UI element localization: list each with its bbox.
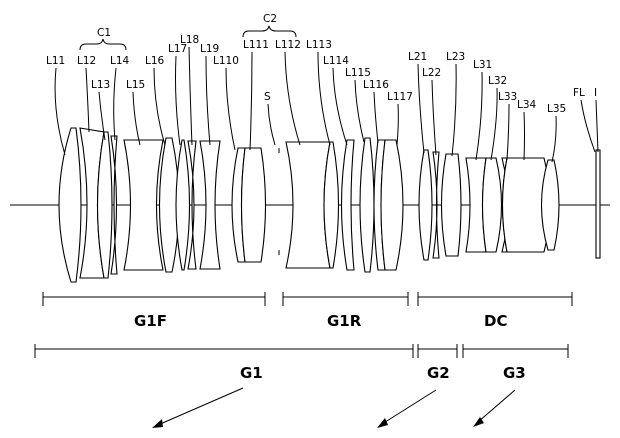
lens-l35 [540, 159, 560, 251]
lens-l13 [96, 131, 113, 279]
lens-l22 [432, 151, 440, 259]
label-dc: DC [484, 312, 507, 330]
lens-l18 [187, 140, 197, 270]
label-l32: L32 [488, 75, 507, 87]
filter-plate [595, 149, 601, 259]
label-l16: L16 [145, 55, 165, 67]
label-l113: L113 [306, 39, 332, 51]
brace-c1 [79, 38, 127, 51]
label-g1: G1 [240, 364, 263, 382]
arrow-head-g1 [152, 419, 163, 428]
group-brackets [34, 344, 569, 358]
lens-l15 [123, 139, 164, 271]
lens-l114 [340, 139, 355, 271]
label-g3: G3 [503, 364, 526, 382]
label-l21: L21 [408, 51, 427, 63]
label-l22: L22 [422, 67, 441, 79]
lens-elements [58, 127, 601, 283]
label-l11: L11 [46, 55, 65, 67]
label-c1: C1 [97, 27, 111, 39]
lens-l111 [240, 147, 267, 263]
label-image-plane: I [594, 87, 597, 99]
movement-arrows [152, 387, 516, 428]
label-l33: L33 [498, 91, 517, 103]
lens-labels: L11 L12 L13 L14 L15 L16 L17 L18 L19 L110… [46, 13, 597, 115]
label-l19: L19 [200, 43, 219, 55]
label-l117: L117 [387, 91, 413, 103]
lens-l17 [175, 139, 191, 271]
label-l18: L18 [180, 34, 199, 46]
label-l17: L17 [168, 43, 187, 55]
lens-l117 [380, 139, 404, 271]
arrow-head-g3 [473, 417, 484, 427]
label-l115: L115 [345, 67, 371, 79]
label-l14: L14 [110, 55, 130, 67]
label-g2: G2 [427, 364, 450, 382]
label-l112: L112 [275, 39, 301, 51]
lens-l112 [285, 141, 331, 269]
leader-lines [54, 46, 599, 163]
label-l35: L35 [547, 103, 566, 115]
label-l114: L114 [323, 55, 349, 67]
label-l31: L31 [473, 59, 492, 71]
label-l111: L111 [243, 39, 269, 51]
lens-l113 [323, 141, 340, 269]
lens-l115 [359, 137, 375, 273]
lens-l14 [110, 135, 118, 275]
label-l116: L116 [363, 79, 389, 91]
lens-l11 [58, 127, 82, 283]
label-l13: L13 [91, 79, 110, 91]
label-g1r: G1R [327, 312, 362, 330]
label-c2: C2 [263, 13, 277, 25]
label-l110: L110 [213, 55, 239, 67]
label-l15: L15 [126, 79, 145, 91]
arrow-head-g2 [377, 418, 388, 428]
lens-l32 [481, 157, 503, 253]
brace-c2 [242, 25, 297, 38]
label-g1f: G1F [134, 312, 167, 330]
lens-l23 [440, 153, 462, 257]
label-l34: L34 [517, 99, 537, 111]
lens-l19 [199, 140, 221, 270]
lens-l21 [418, 149, 433, 261]
label-filter: FL [573, 87, 585, 99]
label-l12: L12 [77, 55, 96, 67]
subgroup-brackets [42, 292, 573, 306]
label-l23: L23 [446, 51, 465, 63]
label-stop: S [264, 91, 271, 103]
